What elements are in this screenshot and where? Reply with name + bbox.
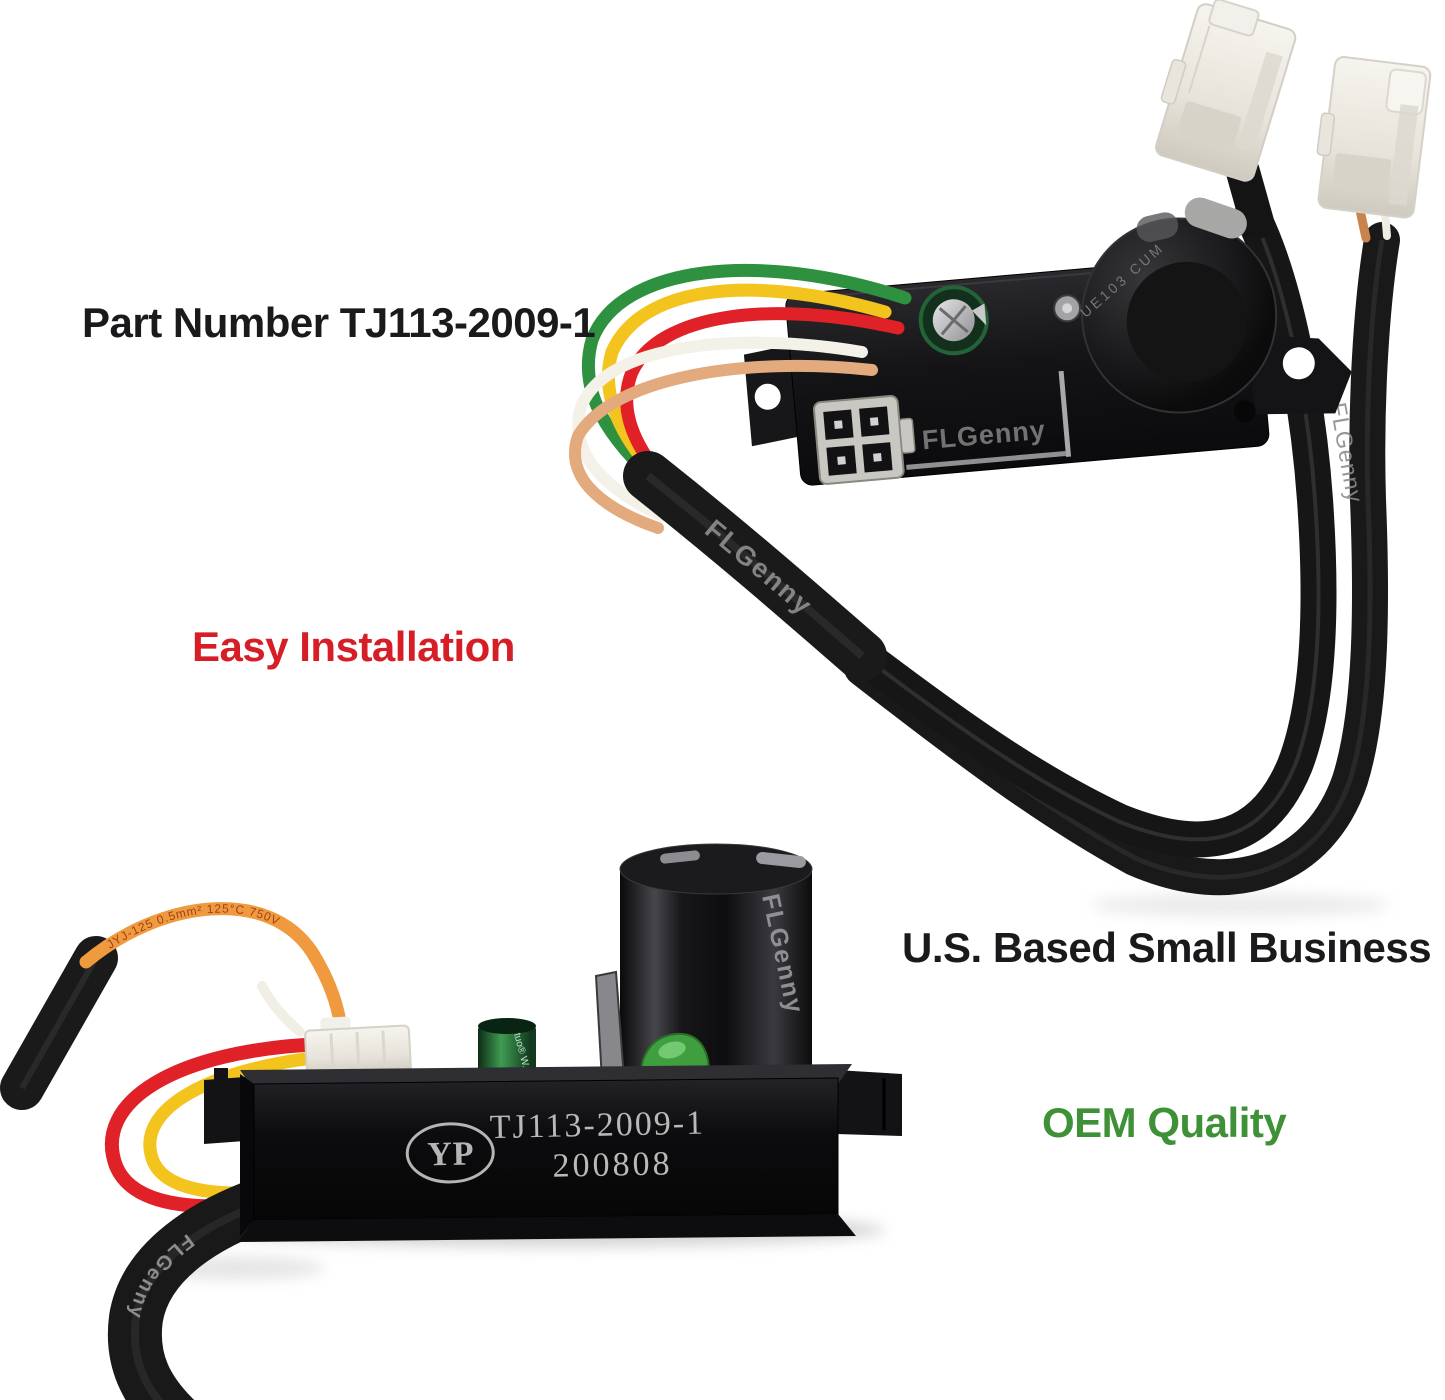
wire-marking-text: JYJ-125 0.5mm² 125°C 750V [104,902,282,952]
left-ear-notch [214,1068,228,1082]
regulator-case: TJ113-2009-1 200808 YP [204,1064,902,1242]
engraved-date-code: 200808 [552,1145,673,1185]
label-part-number: Part Number TJ113-2009-1 [82,299,596,346]
bracket-horizontal [906,450,1066,470]
electrolytic-capacitor: FLGenny [619,843,813,1080]
orange-wire [79,902,349,1039]
case-front-face [253,1077,839,1221]
screw [1053,294,1082,323]
spade-connector-a [1155,0,1297,182]
housing-top-highlight [795,268,1133,300]
right-mount-hole [1282,347,1315,380]
tan-wire [569,359,878,534]
small-green-capacitor: tuo® W.E.S.R [478,1018,538,1095]
label-oem-quality: OEM Quality [1042,1099,1287,1146]
trimmer-potentiometer [918,285,989,356]
case-bottom-bevel [238,1214,856,1242]
spade-connector-b [1316,56,1432,219]
sheath-watermark-text: FLGenny [699,514,816,622]
plug-connector [304,1016,412,1080]
bottom-regulator-module: JYJ-125 0.5mm² 125°C 750V FLGenny FLGenn… [0,843,902,1400]
sheath-sheen [645,472,865,660]
yp-logo-text: YP [427,1135,475,1173]
wire-sheath: FLGenny [623,451,887,681]
sheath-watermark: FLGenny [699,514,818,622]
left-mount-hole [754,383,781,410]
bracket-vertical [1058,370,1072,457]
orange-wire-marking: JYJ-125 0.5mm² 125°C 750V [104,902,283,952]
label-easy-installation: Easy Installation [192,623,515,670]
case-left-face [240,1074,254,1236]
cable-shadow [1090,893,1390,917]
label-us-based: U.S. Based Small Business [902,924,1432,971]
four-pin-connector [812,395,916,485]
cable-outer-sheen [860,239,1385,880]
right-mount-ear [836,1070,902,1136]
engraved-part-number: TJ113-2009-1 [489,1105,705,1147]
green-wire [581,263,912,499]
white-wire-stub [257,981,305,1037]
rivet-dot [1233,400,1256,423]
top-regulator-module: FLGenny [569,0,1432,917]
sheath-upper-sheen [19,956,99,1090]
engraving: TJ113-2009-1 200808 YP [405,1105,705,1185]
white-wire [572,336,868,522]
yp-logo-oval [405,1122,495,1184]
metal-tab [594,970,626,1082]
sheath-bottom-sheen [130,1188,302,1400]
capacitor-top-view: UE103 CUM [1077,197,1278,414]
